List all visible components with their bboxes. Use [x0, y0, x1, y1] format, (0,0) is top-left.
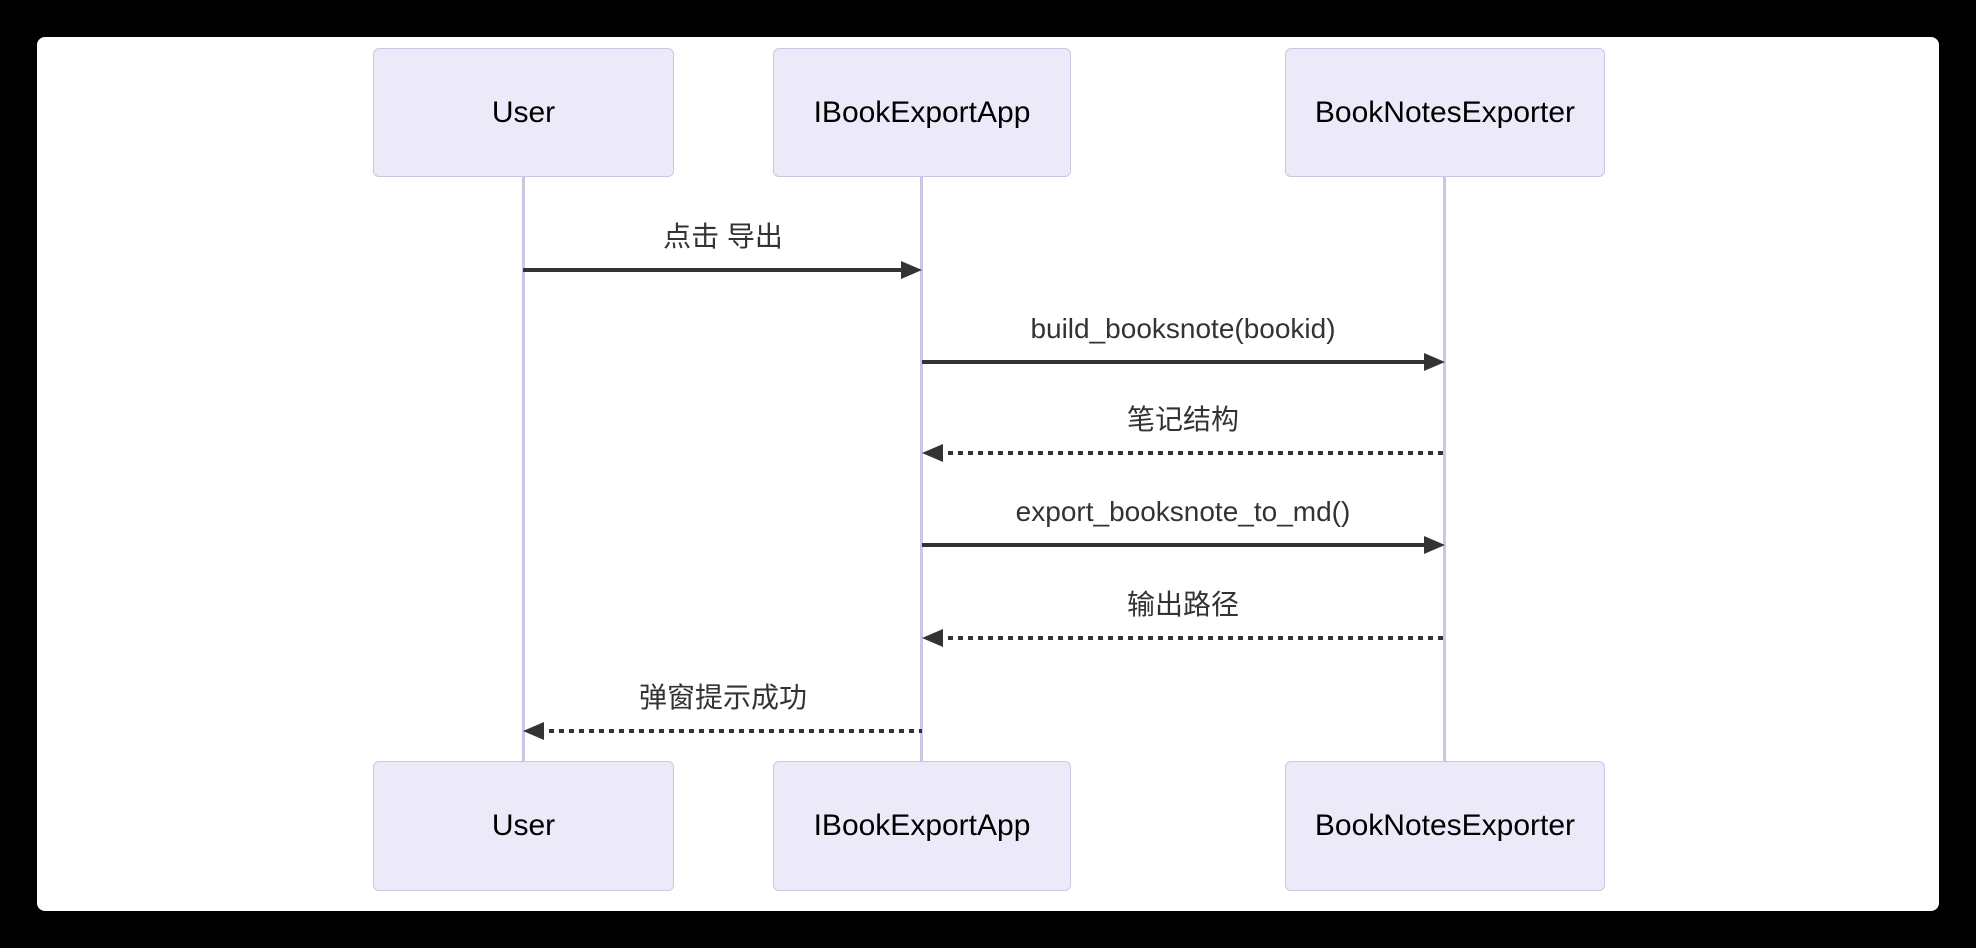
- arrowhead-icon: [901, 261, 922, 279]
- message-5-arrow: [922, 628, 1445, 648]
- message-2-label: build_booksnote(bookid): [1030, 313, 1336, 344]
- message-3-arrow: [922, 443, 1445, 463]
- actor-label: IBookExportApp: [813, 95, 1031, 129]
- actor-top-booknotesexporter: BookNotesExporter: [1285, 48, 1605, 177]
- actor-bottom-booknotesexporter: BookNotesExporter: [1285, 761, 1605, 891]
- actor-bottom-user: User: [373, 761, 674, 891]
- actor-label: BookNotesExporter: [1314, 809, 1576, 842]
- actor-bottom-ibookexportapp: IBookExportApp: [773, 761, 1071, 891]
- message-line: [938, 451, 1445, 455]
- message-2-arrow: [922, 352, 1445, 372]
- lifeline-booknotesexporter: [1443, 177, 1446, 761]
- actor-label: User: [491, 809, 556, 842]
- message-5-label: 输出路径: [1126, 589, 1240, 620]
- message-1-label: 点击 导出: [663, 221, 783, 252]
- message-line: [938, 636, 1445, 640]
- lifeline-ibookexportapp: [920, 177, 923, 761]
- message-3-label: 笔记结构: [1126, 404, 1240, 435]
- arrowhead-icon: [523, 722, 544, 740]
- message-4-label: export_booksnote_to_md(): [1015, 496, 1351, 527]
- message-line: [922, 543, 1429, 547]
- message-line: [539, 729, 922, 733]
- message-line: [523, 268, 906, 272]
- message-6-arrow: [523, 721, 922, 741]
- arrowhead-icon: [922, 444, 943, 462]
- actor-label: User: [491, 95, 556, 129]
- lifeline-user: [522, 177, 525, 761]
- arrowhead-icon: [922, 629, 943, 647]
- actor-label: IBookExportApp: [813, 809, 1031, 842]
- diagram-canvas: User IBookExportApp BookNotesExporter Us…: [37, 37, 1939, 911]
- message-1-arrow: [523, 260, 922, 280]
- actor-top-user: User: [373, 48, 674, 177]
- arrowhead-icon: [1424, 536, 1445, 554]
- message-6-label: 弹窗提示成功: [638, 682, 808, 713]
- actor-top-ibookexportapp: IBookExportApp: [773, 48, 1071, 177]
- message-line: [922, 360, 1429, 364]
- actor-label: BookNotesExporter: [1314, 95, 1576, 129]
- arrowhead-icon: [1424, 353, 1445, 371]
- message-4-arrow: [922, 535, 1445, 555]
